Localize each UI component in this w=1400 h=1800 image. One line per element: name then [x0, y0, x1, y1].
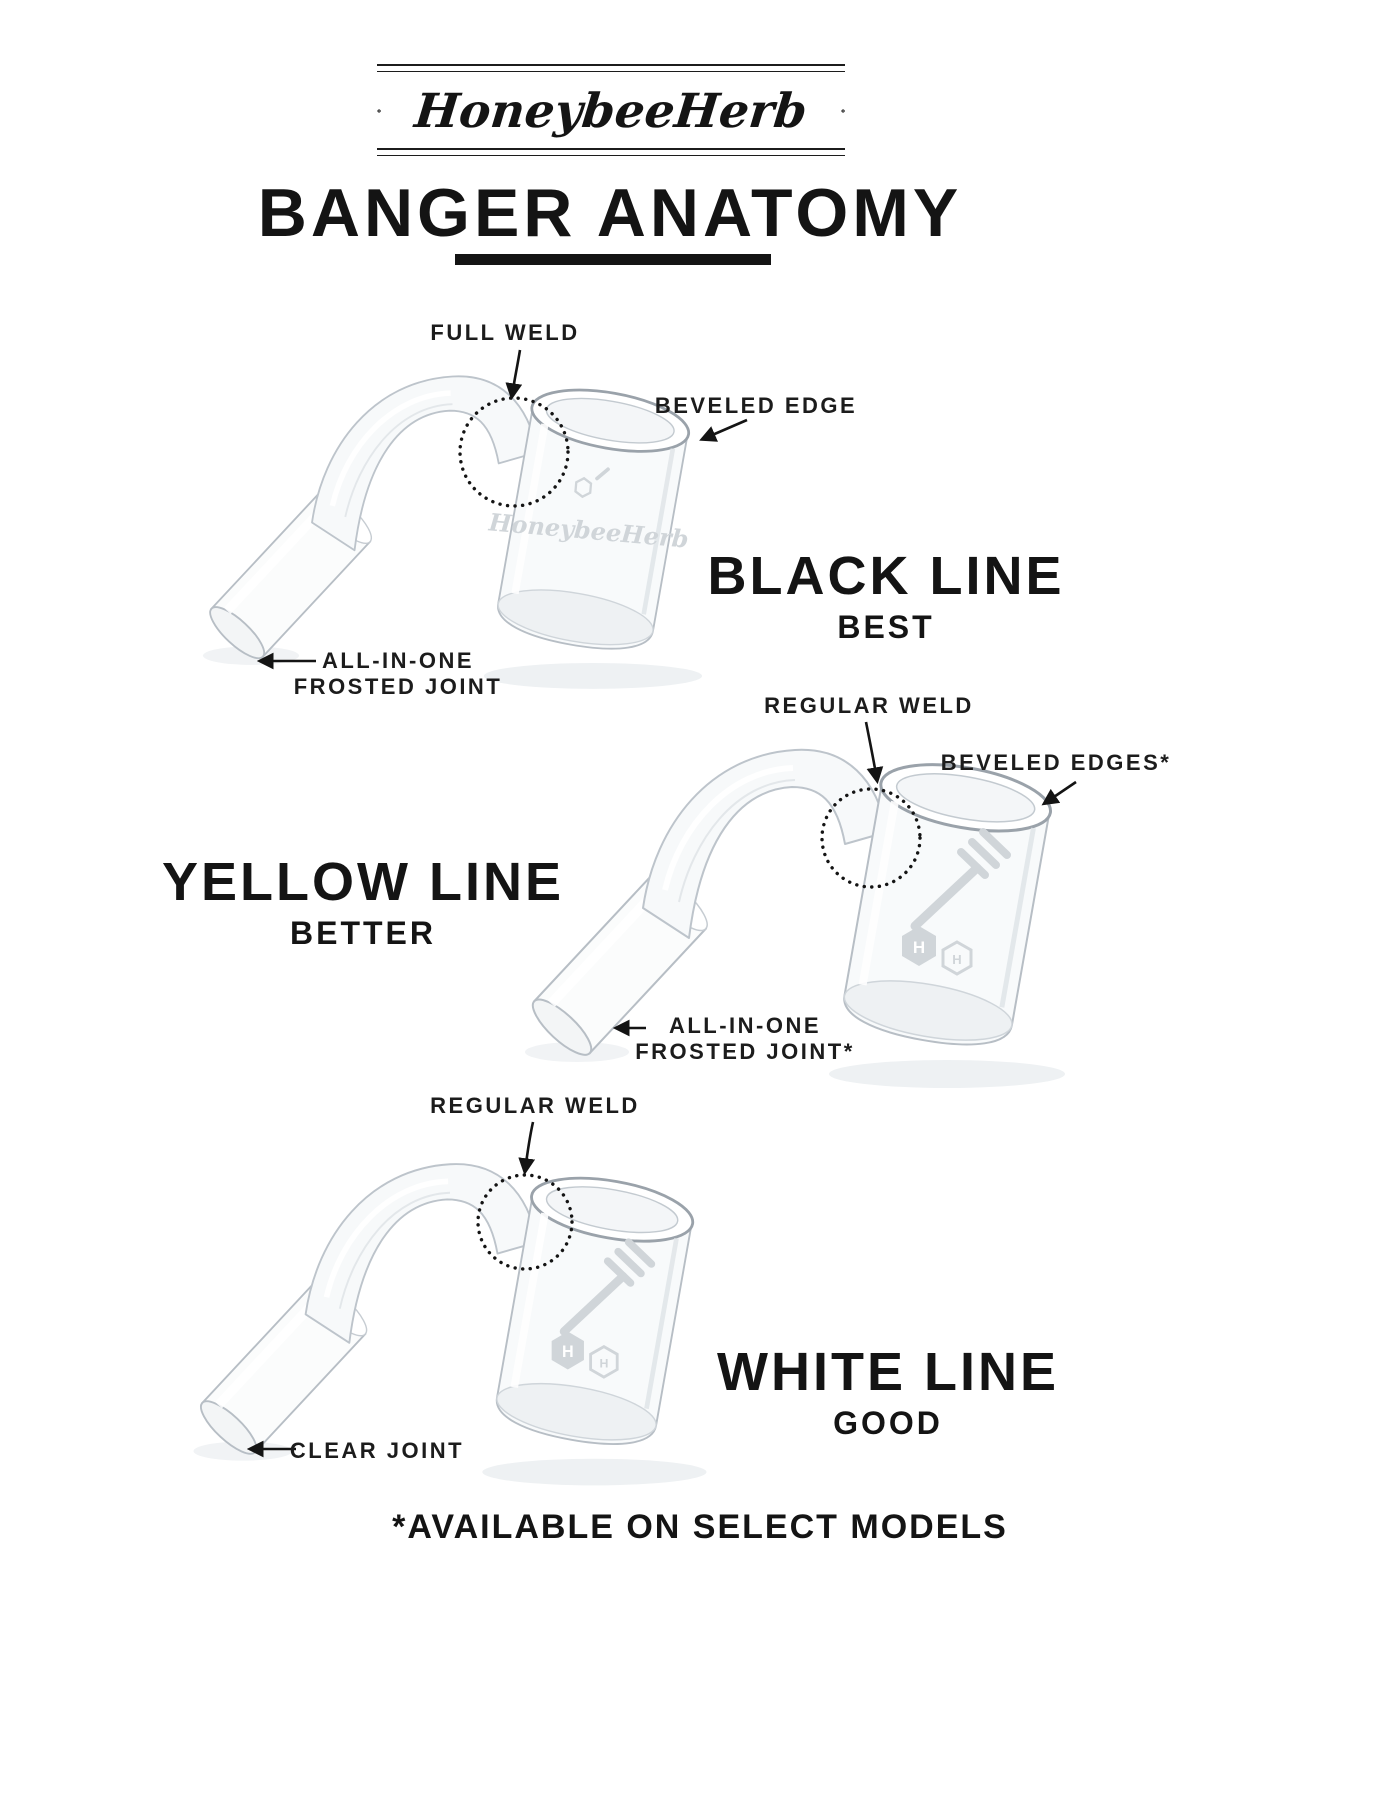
- hex-letter: H: [599, 1357, 608, 1371]
- label-frosted-joint-yellow: ALL-IN-ONE FROSTED JOINT*: [635, 1013, 855, 1065]
- hex-letter: H: [913, 938, 925, 957]
- section-title-black-line: BLACK LINE: [707, 546, 1065, 606]
- label-frosted-joint-black: ALL-IN-ONE FROSTED JOINT: [294, 648, 503, 700]
- banger-yellow-line: H H: [495, 730, 1095, 1100]
- footer-availability-note: *AVAILABLE ON SELECT MODELS: [392, 1508, 1008, 1546]
- section-grade-black-line: BEST: [837, 609, 935, 645]
- banger-black-line: HoneybeeHerb: [175, 358, 730, 700]
- header-rule-bottom: [377, 148, 845, 156]
- hex-flower-icon: [377, 109, 381, 113]
- label-line: ALL-IN-ONE: [321, 648, 475, 673]
- label-regular-weld-white: REGULAR WELD: [430, 1093, 640, 1118]
- etched-dipper-logo: H H: [551, 1238, 656, 1379]
- title-underline: [455, 254, 771, 265]
- brand-name: HoneybeeHerb: [412, 83, 810, 139]
- header-rule-top: [377, 64, 845, 72]
- label-full-weld: FULL WELD: [430, 320, 580, 345]
- section-grade-white-line: GOOD: [833, 1405, 943, 1441]
- label-line: FROSTED JOINT: [293, 674, 503, 699]
- page-title: BANGER ANATOMY: [257, 175, 963, 251]
- banger-white-line: H H: [165, 1145, 735, 1497]
- section-grade-yellow-line: BETTER: [290, 915, 436, 951]
- label-beveled-edge: BEVELED EDGE: [654, 393, 858, 418]
- brand-logo: HoneybeeHerb: [377, 80, 845, 142]
- hex-letter: H: [952, 952, 961, 967]
- label-regular-weld-yellow: REGULAR WELD: [764, 693, 974, 718]
- label-line: FROSTED JOINT*: [635, 1039, 855, 1064]
- label-clear-joint: CLEAR JOINT: [289, 1438, 465, 1463]
- section-title-white-line: WHITE LINE: [717, 1342, 1059, 1402]
- section-title-yellow-line: YELLOW LINE: [162, 852, 564, 912]
- label-beveled-edges-yellow: BEVELED EDGES*: [940, 750, 1172, 775]
- etched-dipper-logo: H H: [902, 828, 1011, 976]
- hex-letter: H: [562, 1343, 574, 1361]
- label-line: ALL-IN-ONE: [668, 1013, 822, 1038]
- hex-flower-icon: [841, 109, 845, 113]
- bee-icon: [574, 476, 593, 499]
